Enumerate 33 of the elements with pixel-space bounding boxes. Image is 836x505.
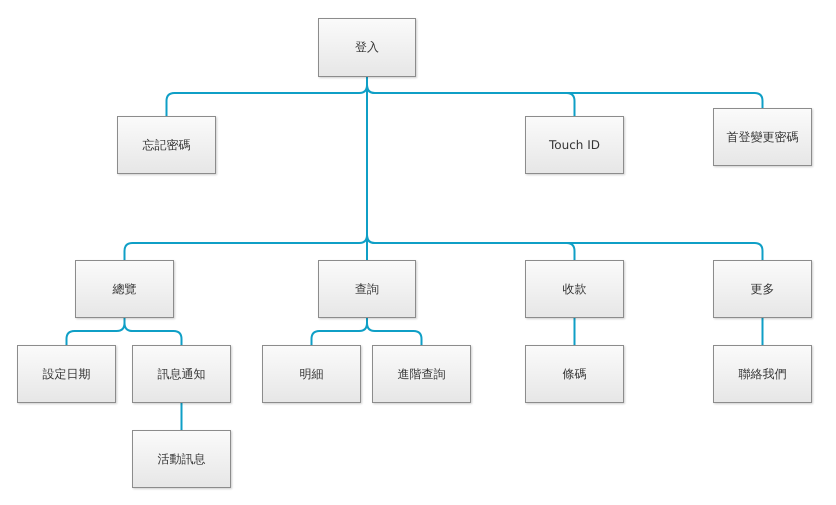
box-label: 設定日期 [42,366,90,382]
menu-box [17,345,116,403]
menu-box [75,260,174,318]
menu-box [318,260,416,318]
menu-box [262,345,361,403]
box-label: 進階查詢 [398,366,446,382]
menu-box [713,108,812,166]
connector-line [180,403,182,430]
box-label: Touch ID [548,138,600,152]
menu-box [713,260,812,318]
menu-box [525,345,624,403]
box-label: 忘記密碼 [142,136,190,154]
box-label: 查詢 [355,280,379,298]
menu-box [132,345,231,403]
box-label: 訊息通知 [158,366,206,382]
box-label: 總覽 [112,280,136,298]
box-label: 活動訊息 [158,450,206,468]
box-label: 明細 [300,366,324,382]
menu-box [318,18,416,77]
box-label: 更多 [750,280,774,298]
box-label: 首登變更密碼 [726,128,798,146]
connector-line [574,318,576,345]
menu-box [372,345,471,403]
box-label: 收款 [562,280,586,298]
menu-box [713,345,812,403]
box-label: 聯絡我們 [738,366,786,382]
menu-box [525,260,624,318]
box-label: 登入 [355,39,379,56]
menu-box [117,116,216,174]
box-label: 條碼 [562,366,586,382]
menu-box [132,430,231,488]
menu-box [525,116,624,174]
connector-line [762,318,764,345]
